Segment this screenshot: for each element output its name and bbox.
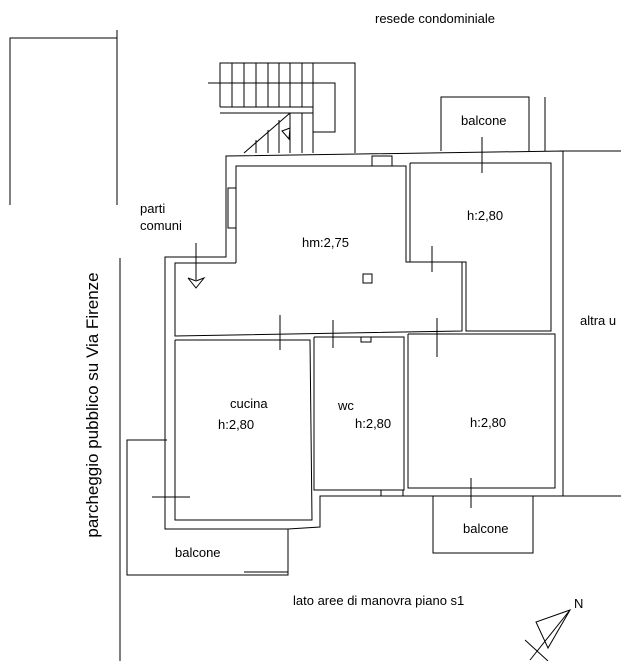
label-north: N (574, 596, 584, 611)
label-wc-height: h:2,80 (355, 416, 392, 431)
label-room-ne-height: h:2,80 (467, 208, 504, 223)
label-wc: wc (338, 398, 354, 413)
walls (164, 150, 564, 530)
site-boundaries (9, 30, 621, 661)
staircase (208, 62, 356, 154)
label-resede: resede condominiale (375, 11, 495, 26)
compass-icon (524, 609, 572, 661)
label-balcone-top: balcone (461, 113, 507, 128)
label-balcone-bottom-left: balcone (175, 545, 221, 560)
balconies (126, 96, 546, 576)
label-balcone-bottom-right: balcone (463, 521, 509, 536)
label-cucina: cucina (230, 396, 268, 411)
label-lato: lato aree di manovra piano s1 (293, 593, 465, 608)
label-room-se-height: h:2,80 (470, 415, 507, 430)
label-comuni: comuni (140, 218, 182, 233)
section-marks (152, 137, 483, 508)
label-parti: parti (140, 201, 166, 216)
label-parcheggio: parcheggio pubblico su Via Firenze (83, 272, 102, 538)
label-hall-height: hm:2,75 (302, 235, 349, 250)
label-altra: altra u (580, 313, 617, 328)
label-cucina-height: h:2,80 (218, 417, 255, 432)
